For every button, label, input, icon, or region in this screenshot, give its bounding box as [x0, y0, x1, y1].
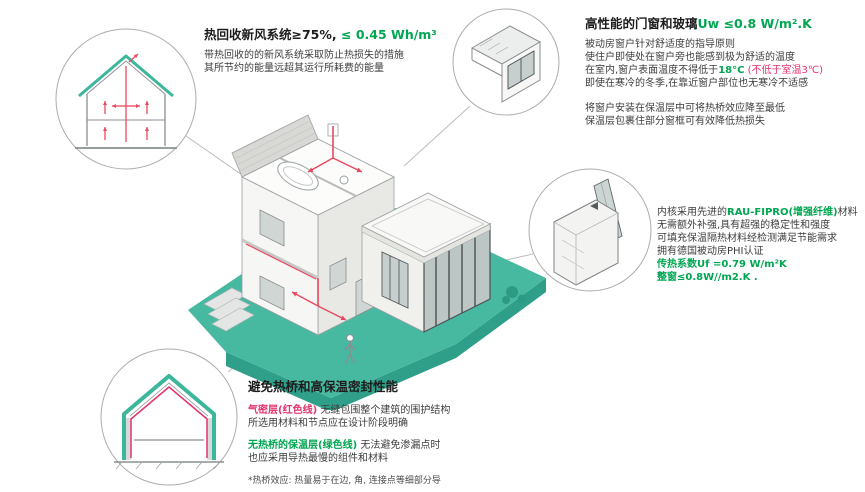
envelope-p2-rest: 无法避免渗漏点时 — [357, 440, 441, 451]
ventilation-arrows — [103, 53, 149, 142]
window-profile-circle — [528, 168, 652, 292]
windows-section: 高性能的门窗和玻璃Uw ≤0.8 W/m².K 被动房窗户针对舒适度的指导原则 … — [585, 13, 863, 128]
windows-temp-pre: 在室内,窗户表面温度不得低于 — [585, 65, 719, 76]
hrv-body-line-2: 其所节约的能量远超其运行所耗费的能量 — [204, 63, 384, 74]
profile-line-2: 无需额外补强,具有超强的稳定性和强度 — [657, 220, 831, 231]
bathroom-fixtures — [277, 161, 349, 191]
hrv-title-green: ≤ 0.45 Wh/m³ — [336, 27, 437, 42]
profile-line-3: 可填充保温隔热材料经检测满足节能需求 — [657, 233, 837, 244]
hrv-house-section-icon — [55, 28, 197, 170]
hrv-section: 热回收新风系统≥75%, ≤ 0.45 Wh/m³ 带热回收的的新风系统采取防止… — [204, 24, 484, 75]
envelope-section-icon — [100, 348, 238, 486]
windows-body-line-3: 在室内,窗户表面温度不得低于18°C (不低于室温3℃) — [585, 64, 863, 77]
profile-body: 内核采用先进的RAU-FIPRO(增强纤维)材料 无需额外补强,具有超强的稳定性… — [657, 206, 863, 284]
duct-lines — [245, 126, 363, 321]
profile-uw-value: 整窗≤0.8W//m2.K . — [657, 272, 758, 283]
envelope-section: 避免热桥和高保温密封性能 气密层(红色线) 无缝包围整个建筑的围护结构 所选用材… — [248, 376, 563, 486]
profile-section: 内核采用先进的RAU-FIPRO(增强纤维)材料 无需额外补强,具有超强的稳定性… — [657, 206, 863, 284]
envelope-p2-line-1: 无热桥的保温层(绿色线) 无法避免渗漏点时 — [248, 439, 563, 452]
windows-body-line-2: 使住户即使处在窗户旁也能感到极为舒适的温度 — [585, 52, 795, 63]
windows-body-line-4: 即使在寒冷的冬季,在靠近窗户部位也无寒冷不适感 — [585, 78, 809, 89]
envelope-p1-line-1: 气密层(红色线) 无缝包围整个建筑的围护结构 — [248, 404, 563, 417]
garden-steps — [203, 287, 255, 332]
hrv-body: 带热回收的的新风系统采取防止热损失的措施 其所节约的能量远超其运行所耗费的能量 — [204, 49, 484, 75]
window-profile-icon — [528, 168, 652, 292]
profile-l1-pre: 内核采用先进的 — [657, 207, 727, 218]
windows-body-line-6: 保温层包裹住部分窗框可有效降低热损失 — [585, 116, 765, 127]
bushes — [502, 286, 527, 304]
window-corner-icon — [452, 8, 560, 116]
hrv-body-line-1: 带热回收的的新风系统采取防止热损失的措施 — [204, 50, 404, 61]
windows-title-black: 高性能的门窗和玻璃 — [585, 16, 698, 31]
windows-body-line-1: 被动房窗户针对舒适度的指导原则 — [585, 39, 735, 50]
windows-title-green: Uw ≤0.8 W/m².K — [697, 16, 812, 31]
windows-body: 被动房窗户针对舒适度的指导原则 使住户即使处在窗户旁也能感到极为舒适的温度 在室… — [585, 38, 863, 128]
hrv-title-black: 热回收新风系统≥75%, — [204, 27, 337, 42]
window-detail-circle — [452, 8, 560, 116]
envelope-p2: 无热桥的保温层(绿色线) 无法避免渗漏点时 也应采用导热最慢的组件和材料 — [248, 439, 563, 465]
windows-temp-green: 18°C — [718, 65, 745, 76]
profile-uf-value: 传热系数Uf =0.79 W/m²K — [657, 259, 787, 270]
airtight-red-line — [130, 386, 208, 458]
envelope-p1-rest: 无缝包围整个建筑的围护结构 — [317, 405, 451, 416]
roof-insulation-line — [78, 54, 174, 98]
envelope-footnote: *热桥效应: 热量易于在边, 角, 连接点等细部分导 — [248, 476, 441, 486]
profile-l1-post: 材料 — [837, 207, 858, 218]
hrv-circle — [55, 28, 197, 170]
insulation-green-line — [122, 374, 216, 460]
envelope-title: 避免热桥和高保温密封性能 — [248, 379, 399, 394]
hrv-title: 热回收新风系统≥75%, ≤ 0.45 Wh/m³ — [204, 24, 484, 43]
profile-line-4: 拥有德国被动房PHI认证 — [657, 246, 764, 257]
envelope-p1-line-2: 所选用材料和节点应在设计阶段明确 — [248, 418, 408, 429]
envelope-p2-line-2: 也应采用导热最慢的组件和材料 — [248, 453, 388, 464]
envelope-insulation-label: 无热桥的保温层(绿色线) — [248, 440, 358, 451]
glass-wing — [361, 192, 491, 333]
envelope-airtight-label: 气密层(红色线) — [248, 405, 318, 416]
profile-l1-green: RAU-FIPRO(增强纤维) — [727, 207, 838, 218]
envelope-p1: 气密层(红色线) 无缝包围整个建筑的围护结构 所选用材料和节点应在设计阶段明确 — [248, 404, 563, 430]
person-figure — [344, 334, 356, 364]
central-house-illustration — [188, 114, 546, 410]
profile-line-1: 内核采用先进的RAU-FIPRO(增强纤维)材料 — [657, 206, 863, 219]
envelope-circle — [100, 348, 238, 486]
windows-temp-red: (不低于室温3℃) — [744, 65, 824, 76]
windows-body-line-5: 将窗户安装在保温层中可将热桥效应降至最低 — [585, 103, 785, 114]
windows-title: 高性能的门窗和玻璃Uw ≤0.8 W/m².K — [585, 13, 863, 32]
